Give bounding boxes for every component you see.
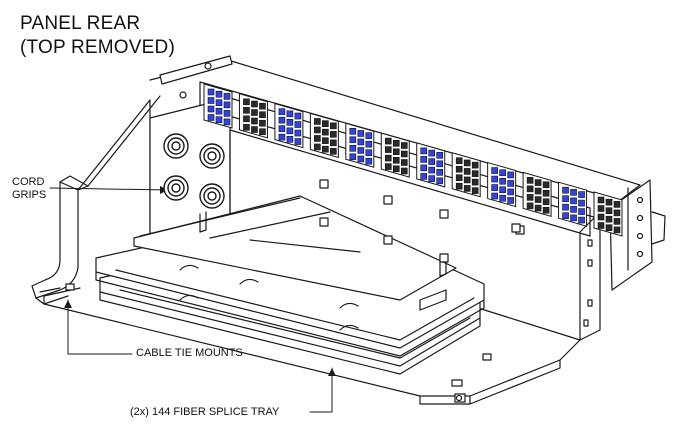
callout-leaders [49,187,333,413]
adapter-block-black [380,132,410,178]
adapter-block-black [522,171,552,218]
splice-tray-leader [309,367,333,413]
cord-grips-label: CORD GRIPS [12,176,46,202]
cable-tie-mounts-leader [67,299,133,355]
adapter-block-blue [487,161,517,208]
cord-grips-leader [49,187,169,191]
right-wall-holes [583,239,593,327]
title-line-2: (TOP REMOVED) [20,37,175,58]
cord-grips-label-line-1: CORD [12,176,45,188]
adapter-block-black [593,191,623,237]
adapter-blocks [203,83,623,237]
cord-grip-1 [163,133,189,159]
adapter-block-black [309,112,339,159]
adapter-block-blue [558,181,588,227]
cord-grips [163,133,225,209]
adapter-block-black [451,152,481,198]
cord-grip-2 [199,143,225,169]
adapter-block-blue [274,102,304,149]
adapter-block-blue [345,122,375,168]
splice-tray-label: (2x) 144 FIBER SPLICE TRAY [130,406,280,418]
adapter-block-blue [203,83,233,129]
adapter-block-blue [416,142,446,188]
title-line-1: PANEL REAR [20,13,141,34]
diagram-title: PANEL REAR (TOP REMOVED) [20,12,175,60]
cord-grip-3 [163,175,189,201]
chassis-body [39,55,641,405]
cable-tie-mounts-label: CABLE TIE MOUNTS [136,347,243,359]
left-mounting-bracket [31,175,89,305]
cord-grip-4 [199,183,225,209]
cable-tie-mount-blocks [65,179,525,291]
cord-grips-label-line-2: GRIPS [12,189,47,201]
adapter-block-black [238,93,268,139]
